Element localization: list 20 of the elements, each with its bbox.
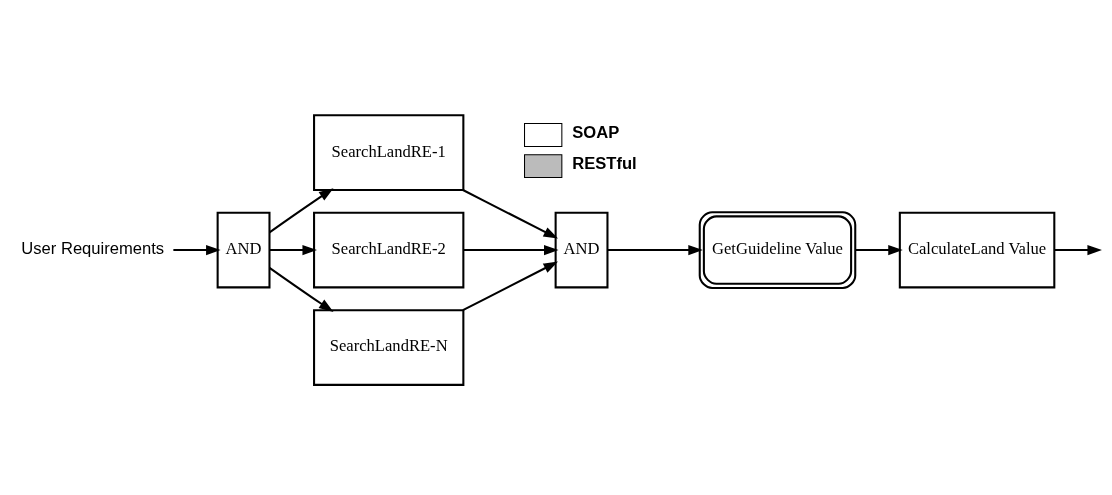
node-box: AND [554,211,609,288]
node-box: CalculateLand Value [898,211,1056,288]
arrow [462,188,559,239]
arrow [462,261,559,311]
arrow [268,187,334,233]
node-box: SearchLandRE-N [313,308,465,386]
arrow [463,244,559,255]
node-box: SearchLandRE-1 [313,113,465,191]
arrow [607,244,703,255]
arrow [173,244,221,255]
arrow [269,244,317,255]
legend-label: SOAP [572,122,620,142]
arrow [268,266,334,312]
node-box: SearchLandRE-2 [313,211,465,288]
node-box: AND [216,211,271,288]
arrow [1054,244,1102,255]
legend-label: RESTful [572,153,637,173]
arrow [855,244,903,255]
node-box: GetGuideline Value [698,210,857,289]
node-text: User Requirements [21,238,165,258]
